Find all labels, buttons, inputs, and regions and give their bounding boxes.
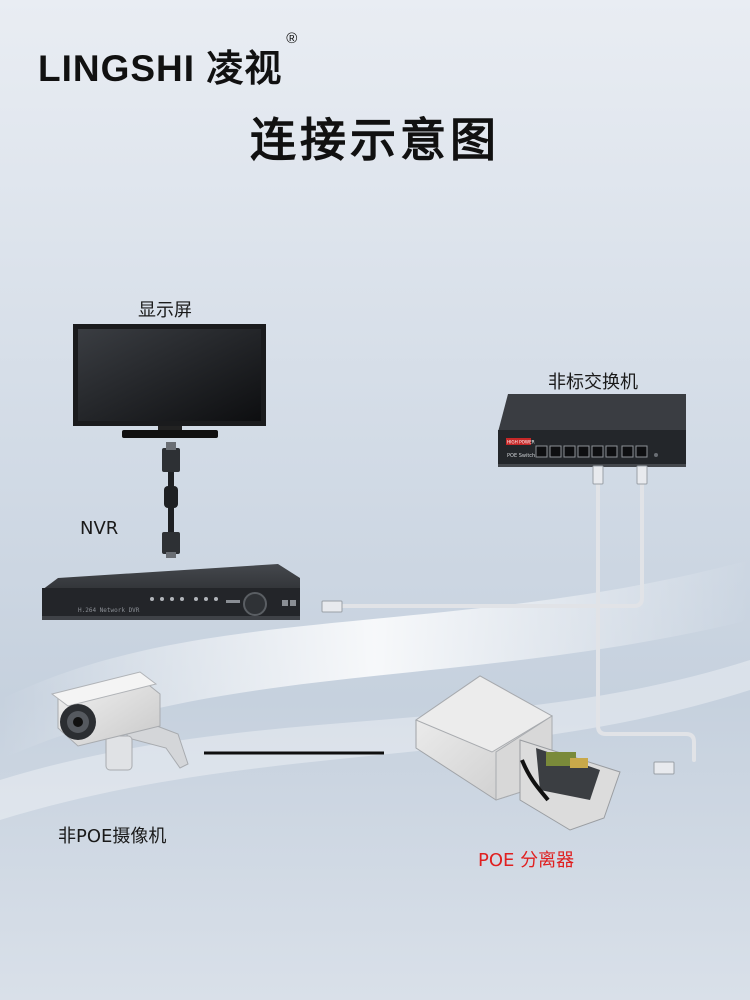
- poe-splitter-device: [414, 675, 621, 831]
- brand-name: LINGSHI 凌视: [38, 48, 283, 89]
- background-swoosh: [0, 660, 750, 820]
- monitor-label: 显示屏: [138, 300, 192, 321]
- vga-cable: [162, 442, 180, 558]
- nvr-panel-text: H.264 Network DVR: [78, 607, 140, 614]
- monitor-device: [73, 324, 266, 438]
- background-swoosh: [0, 560, 750, 760]
- brand-logo: LINGSHI 凌视 ®: [38, 30, 297, 92]
- switch-model: POE Switch: [507, 453, 535, 459]
- switch-label: 非标交换机: [548, 372, 638, 393]
- poe-switch-device: HIGH POWER POE Switch: [498, 394, 686, 467]
- switch-badge: HIGH POWER: [507, 440, 535, 445]
- nvr-device: H.264 Network DVR: [42, 564, 300, 620]
- nvr-label: NVR: [80, 518, 119, 539]
- network-cables: [340, 480, 696, 762]
- page-title: 连接示意图: [250, 113, 500, 167]
- camera-label: 非POE摄像机: [58, 826, 167, 847]
- splitter-label: POE 分离器: [478, 850, 575, 871]
- rj45-connectors: [321, 465, 675, 775]
- camera-device: [50, 671, 189, 771]
- registered-mark: ®: [286, 30, 299, 47]
